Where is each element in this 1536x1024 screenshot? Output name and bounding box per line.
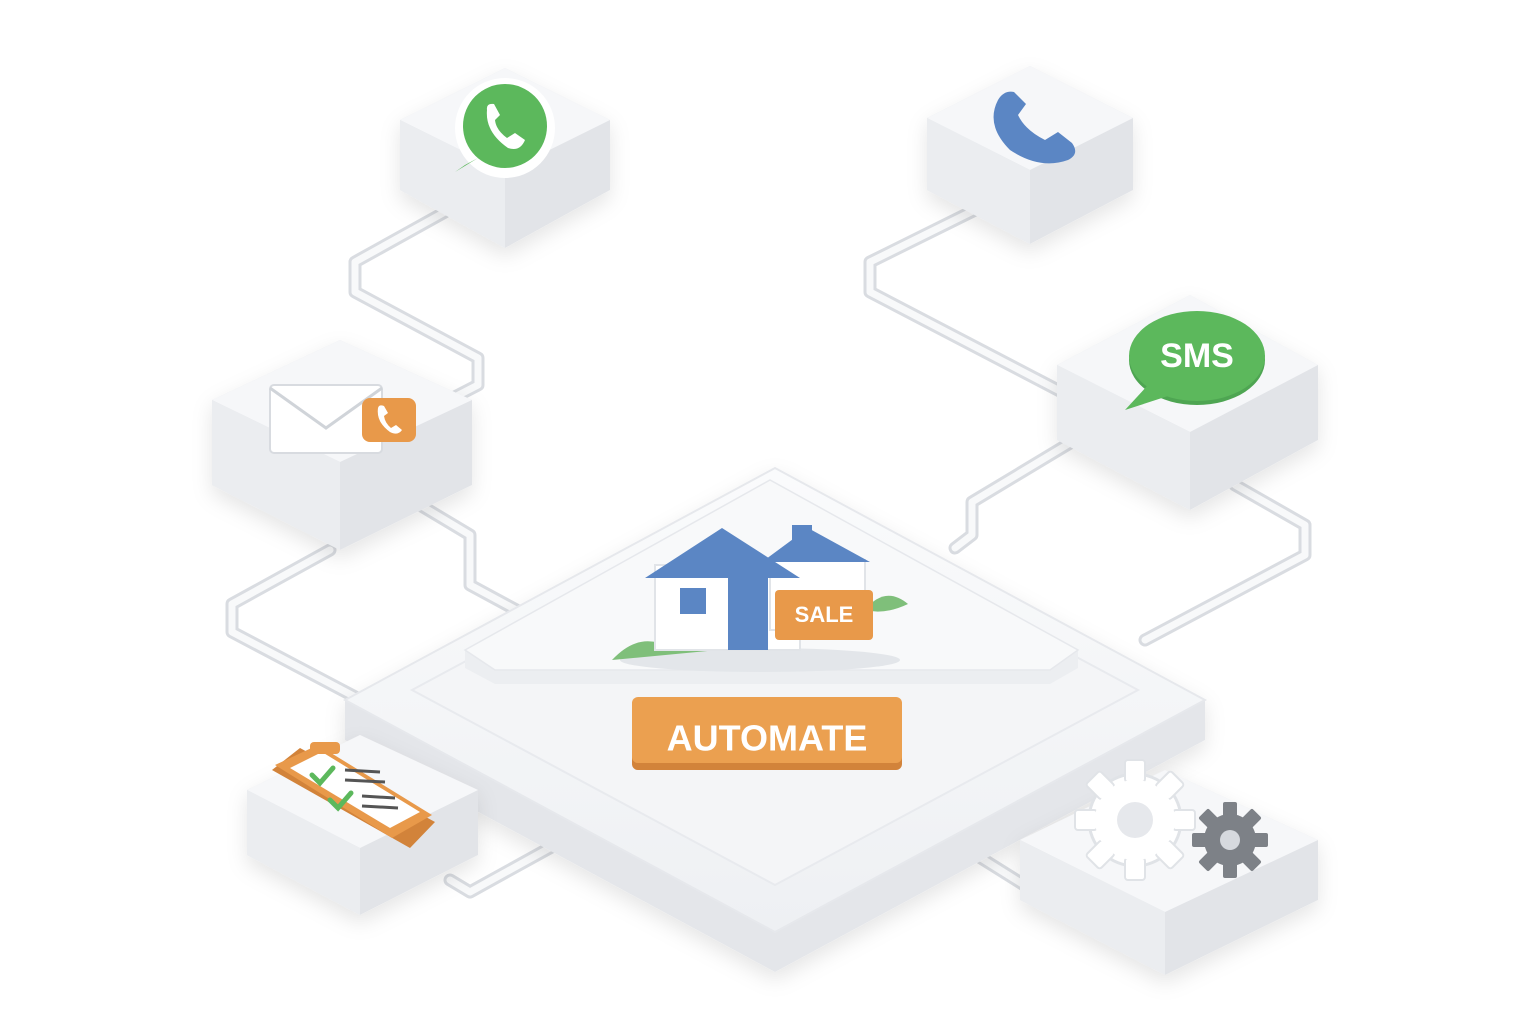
gears-icon: [1074, 759, 1268, 881]
automate-button[interactable]: AUTOMATE: [632, 697, 902, 770]
sale-sign-text: SALE: [795, 602, 854, 627]
sms-label: SMS: [1160, 337, 1234, 375]
automate-label: AUTOMATE: [667, 718, 868, 759]
clipboard-checklist-icon: [272, 742, 435, 848]
pipe-email: [225, 543, 387, 717]
phone-icon: [993, 91, 1076, 164]
house-for-sale-icon: SALE: [612, 525, 908, 672]
connector-pipes: [225, 203, 1312, 902]
whatsapp-icon: [455, 78, 555, 178]
sms-bubble-icon: SMS: [1125, 311, 1265, 410]
node-phone[interactable]: [927, 66, 1133, 244]
envelope-phone-icon: [269, 384, 416, 454]
